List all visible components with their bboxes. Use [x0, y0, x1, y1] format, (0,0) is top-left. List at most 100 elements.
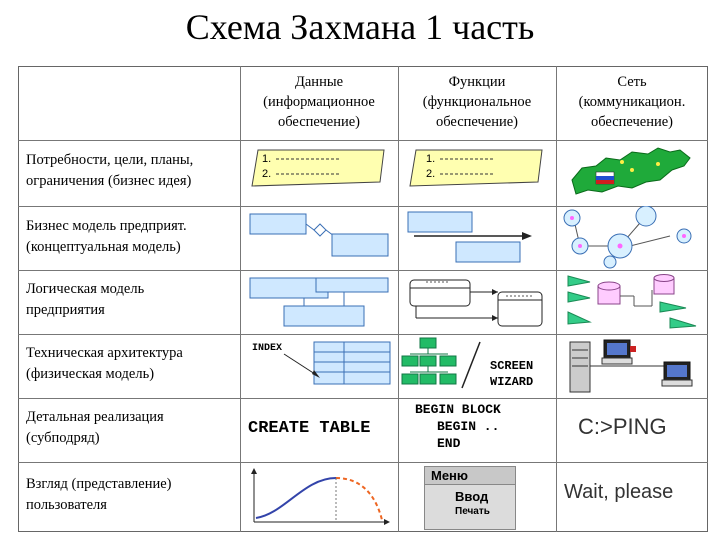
tree-node	[439, 355, 457, 367]
code-line: BEGIN BLOCK	[415, 402, 501, 417]
flag-stripe	[596, 180, 614, 184]
curve-solid	[255, 477, 337, 519]
row-label-line: Техническая архитектура	[26, 345, 183, 361]
row-label-line: Логическая модель	[26, 281, 145, 297]
list-number: 1.	[426, 153, 435, 165]
zachman-table	[18, 66, 708, 532]
database-top	[597, 281, 621, 291]
entity-relationship-diagram	[249, 213, 389, 257]
entity-box	[315, 277, 389, 293]
menu-item-input[interactable]: Ввод	[455, 489, 489, 504]
flag-shape	[567, 291, 591, 303]
network-nodes-diagram	[563, 206, 692, 269]
row-label-line: предприятия	[26, 302, 105, 318]
column-header-line: Данные	[294, 74, 344, 90]
menu-item-print[interactable]: Печать	[455, 506, 490, 517]
row-label-business-idea: Потребности, цели, планы, ограничения (б…	[26, 150, 244, 192]
keyboard-icon	[601, 357, 633, 365]
entity-box	[331, 233, 389, 257]
curve-chart	[251, 468, 390, 525]
relation-diamond	[313, 223, 327, 237]
page-title: Схема Захмана 1 часть	[185, 7, 535, 47]
tree-node	[419, 355, 437, 367]
indicator-icon	[630, 346, 636, 352]
link-line	[629, 235, 671, 247]
menu-title[interactable]: Меню	[425, 467, 515, 485]
flag-stripe	[596, 176, 614, 180]
flag-shape	[567, 311, 592, 325]
process-box	[409, 279, 471, 307]
code-line: END	[437, 436, 461, 451]
row-label-line: Детальная реализация	[26, 409, 164, 425]
row-label-user-view: Взгляд (представление) пользователя	[26, 474, 244, 516]
row-label-line: Взгляд (представление)	[26, 476, 172, 492]
process-box	[497, 291, 543, 327]
list-number: 2.	[262, 168, 271, 180]
data-list-note: 1. 2.	[251, 149, 385, 187]
row-label-line: (физическая модель)	[26, 366, 155, 382]
list-number: 1.	[262, 153, 271, 165]
arrowhead	[312, 370, 320, 378]
divider	[240, 66, 241, 532]
flag-shape	[567, 275, 591, 287]
column-header-line: (информационное	[263, 94, 375, 110]
column-header-network: Сеть (коммуникацион. обеспечение)	[556, 72, 708, 132]
logical-data-diagram	[249, 277, 389, 327]
function-flow-diagram	[407, 211, 532, 263]
column-header-line: обеспечение)	[590, 114, 673, 130]
pointer-arrow	[283, 353, 319, 377]
table-shape	[313, 341, 391, 385]
row-label-line: Потребности, цели, планы,	[26, 152, 194, 168]
column-header-line: (функциональное	[422, 94, 532, 110]
divider	[18, 462, 708, 463]
wizard-label: WIZARD	[490, 375, 533, 389]
database-top	[653, 274, 675, 282]
wait-message: Wait, please	[564, 481, 674, 503]
row-label-line: (концептуальная модель)	[26, 239, 181, 255]
flag-shape	[669, 317, 697, 329]
separator-slash	[461, 341, 481, 389]
map-point	[656, 162, 660, 166]
column-header-line: обеспечение)	[435, 114, 518, 130]
menu-window: Меню Ввод Печать	[424, 466, 516, 530]
node-dot	[578, 244, 582, 248]
column-header-data: Данные (информационное обеспечение)	[240, 72, 398, 132]
code-block: BEGIN BLOCK BEGIN .. END	[415, 401, 501, 452]
column-header-line: (коммуникацион.	[578, 94, 686, 110]
node-dot	[617, 243, 623, 249]
curve-dashed	[335, 477, 383, 521]
index-label: INDEX	[252, 343, 282, 354]
code-line: BEGIN ..	[437, 419, 500, 434]
row-label-line: пользователя	[26, 497, 107, 513]
screen-wizard-diagram: SCREEN WIZARD	[401, 337, 533, 389]
arrowhead	[492, 289, 498, 295]
computers-icon	[569, 339, 693, 393]
logical-network-diagram	[567, 274, 697, 329]
russia-map-icon	[571, 147, 691, 195]
divider	[398, 66, 399, 532]
functions-list-note: 1. 2.	[409, 149, 543, 187]
row-label-conceptual-model: Бизнес модель предприят. (концептуальная…	[26, 216, 244, 258]
tree-node	[439, 373, 457, 385]
tree-node	[401, 355, 419, 367]
ping-command: C:>PING	[578, 414, 667, 439]
row-label-line: Бизнес модель предприят.	[26, 218, 187, 234]
divider	[556, 66, 557, 532]
map-point	[620, 160, 624, 164]
network-node	[635, 206, 657, 227]
divider	[18, 270, 708, 271]
keyboard-icon	[661, 379, 693, 387]
arrowhead	[492, 315, 498, 321]
column-header-line: Функции	[448, 74, 506, 90]
map-point	[630, 168, 634, 172]
column-header-line: обеспечение)	[277, 114, 360, 130]
entity-box	[249, 213, 307, 235]
arrowhead	[522, 232, 532, 240]
tree-node	[419, 337, 437, 349]
index-table-diagram: INDEX	[252, 341, 391, 385]
row-label-detailed-implementation: Детальная реализация (субподряд)	[26, 407, 244, 449]
row-label-physical-model: Техническая архитектура (физическая моде…	[26, 343, 244, 385]
screen-label: SCREEN	[490, 359, 533, 373]
divider	[18, 140, 708, 141]
tree-node	[419, 373, 437, 385]
